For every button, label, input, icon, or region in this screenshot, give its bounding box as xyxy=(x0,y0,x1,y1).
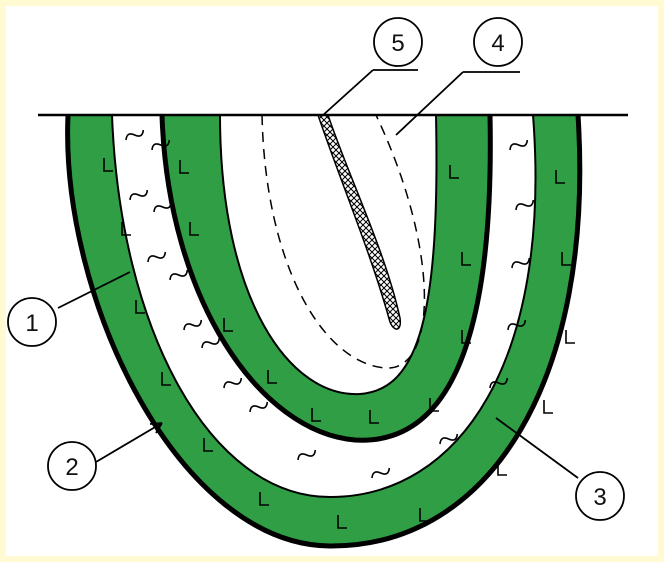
leader-1 xyxy=(57,271,131,309)
wave-mark xyxy=(507,319,527,331)
leader-4 xyxy=(395,71,520,136)
l-mark xyxy=(497,462,507,476)
l-mark xyxy=(565,330,575,344)
callout-circle xyxy=(373,17,423,67)
callout-label: 2 xyxy=(65,454,78,481)
wave-mark xyxy=(511,257,531,269)
leader-3 xyxy=(495,417,579,479)
wave-mark xyxy=(223,377,243,389)
l-mark xyxy=(259,492,269,506)
l-mark xyxy=(121,222,131,236)
callout-circle xyxy=(7,297,57,347)
wave-mark xyxy=(371,467,391,479)
l-mark xyxy=(369,410,379,424)
l-mark xyxy=(311,408,321,422)
l-mark xyxy=(461,330,471,344)
wave-mark xyxy=(125,129,145,141)
wave-mark xyxy=(509,139,529,151)
l-mark xyxy=(223,318,233,332)
callout-5: 5 xyxy=(373,17,423,67)
l-mark xyxy=(561,252,571,266)
outer-boundary-line xyxy=(65,114,583,549)
callout-label: 5 xyxy=(391,30,404,57)
l-mark xyxy=(429,398,439,412)
l-mark xyxy=(419,508,429,522)
callout-label: 1 xyxy=(25,310,38,337)
l-mark xyxy=(189,222,199,236)
l-mark xyxy=(461,252,471,266)
leader-5 xyxy=(321,69,418,117)
callout-circle xyxy=(473,17,523,67)
l-mark xyxy=(337,515,347,529)
callout-4: 4 xyxy=(473,17,523,67)
callout-label: 3 xyxy=(593,484,606,511)
l-mark xyxy=(203,438,213,452)
l-mark xyxy=(135,300,145,314)
callout-leaders xyxy=(57,69,579,479)
wave-mark xyxy=(439,433,459,445)
wave-mark xyxy=(201,337,221,349)
dashed-core-outline xyxy=(261,114,426,369)
leader-arrowhead-2 xyxy=(149,422,163,434)
white-band-marks xyxy=(125,129,535,479)
inner-boundary-line xyxy=(159,114,493,443)
l-mark xyxy=(449,165,459,179)
callout-circle xyxy=(47,441,97,491)
callout-2: 2 xyxy=(47,441,97,491)
l-mark xyxy=(103,158,113,172)
wave-mark xyxy=(169,269,189,281)
wave-mark xyxy=(151,139,171,151)
l-mark xyxy=(543,400,553,414)
wave-mark xyxy=(515,199,535,211)
wave-mark xyxy=(249,401,269,413)
l-mark xyxy=(179,160,189,174)
l-mark xyxy=(161,372,171,386)
wave-mark xyxy=(489,377,509,389)
wave-mark xyxy=(153,201,173,213)
callout-circle xyxy=(575,471,625,521)
green-band-marks xyxy=(103,158,575,529)
wave-mark xyxy=(183,319,203,331)
callout-1: 1 xyxy=(7,297,57,347)
wave-mark xyxy=(297,449,317,461)
leader-2 xyxy=(95,422,163,463)
callout-label: 4 xyxy=(491,30,504,57)
l-mark xyxy=(555,170,565,184)
wave-mark xyxy=(129,189,149,201)
wave-mark xyxy=(147,251,167,263)
l-mark xyxy=(267,370,277,384)
callout-3: 3 xyxy=(575,471,625,521)
hatched-dike xyxy=(316,114,402,330)
